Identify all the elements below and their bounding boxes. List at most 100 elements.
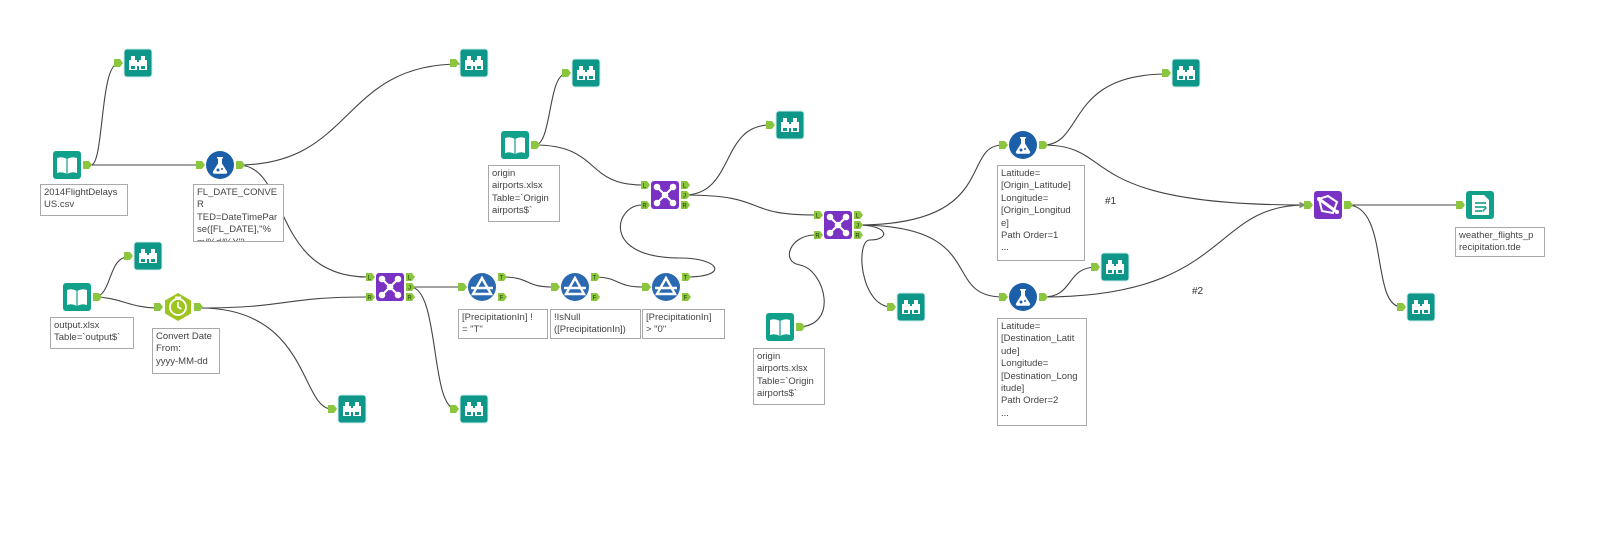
anchor-l[interactable]: L bbox=[641, 181, 650, 190]
browse-tool[interactable] bbox=[123, 48, 153, 78]
spatial-tool[interactable] bbox=[1313, 190, 1343, 220]
anchor-port[interactable] bbox=[458, 283, 467, 291]
connection-line[interactable] bbox=[1042, 266, 1098, 298]
anchor-l[interactable]: L bbox=[681, 181, 690, 190]
anchor-r[interactable]: R bbox=[814, 231, 823, 240]
connection-line[interactable] bbox=[1042, 201, 1307, 298]
anchor-port[interactable] bbox=[1162, 69, 1171, 77]
anchor-l[interactable]: L bbox=[814, 211, 823, 220]
formula-tool[interactable] bbox=[205, 150, 235, 180]
connection-line[interactable] bbox=[1042, 73, 1168, 146]
datetime-tool[interactable] bbox=[163, 292, 193, 322]
connection-line[interactable] bbox=[534, 73, 567, 146]
connection-line[interactable] bbox=[502, 276, 553, 288]
connection-line[interactable] bbox=[237, 164, 369, 278]
join-tool[interactable] bbox=[375, 272, 405, 302]
connection-line[interactable] bbox=[788, 234, 825, 328]
connection-line[interactable] bbox=[593, 276, 644, 288]
anchor-port[interactable] bbox=[999, 293, 1008, 301]
connection-line[interactable] bbox=[683, 124, 771, 196]
anchor-j[interactable]: J bbox=[406, 283, 415, 292]
connection-line[interactable] bbox=[199, 296, 369, 309]
anchor-j[interactable]: J bbox=[854, 221, 863, 230]
anchor-port[interactable] bbox=[154, 303, 163, 311]
connection-line[interactable] bbox=[534, 144, 643, 186]
anchor-port[interactable] bbox=[1091, 263, 1100, 271]
anchor-port[interactable] bbox=[887, 303, 896, 311]
anchor-port[interactable] bbox=[642, 283, 651, 291]
anchor-f[interactable]: F bbox=[498, 293, 507, 302]
browse-tool[interactable] bbox=[337, 394, 367, 424]
anchor-port[interactable] bbox=[450, 59, 459, 67]
anchor-port[interactable] bbox=[999, 141, 1008, 149]
formula-tool[interactable] bbox=[1008, 282, 1038, 312]
anchor-port[interactable] bbox=[551, 283, 560, 291]
anchor-port[interactable] bbox=[1344, 201, 1353, 209]
filter-tool[interactable] bbox=[467, 272, 497, 302]
anchor-port[interactable] bbox=[196, 161, 205, 169]
anchor-r[interactable]: R bbox=[681, 201, 690, 210]
anchor-t[interactable]: T bbox=[682, 273, 691, 282]
anchor-port[interactable] bbox=[1456, 201, 1465, 209]
anchor-port[interactable] bbox=[124, 252, 133, 260]
browse-tool[interactable] bbox=[571, 58, 601, 88]
connection-line[interactable] bbox=[90, 63, 119, 166]
connection-line[interactable] bbox=[199, 307, 333, 410]
input-tool[interactable] bbox=[62, 282, 92, 312]
connection-line[interactable] bbox=[619, 204, 716, 278]
browse-tool[interactable] bbox=[896, 292, 926, 322]
connection-line[interactable] bbox=[237, 63, 461, 166]
anchor-port[interactable] bbox=[114, 59, 123, 67]
browse-tool[interactable] bbox=[775, 110, 805, 140]
input-tool[interactable] bbox=[765, 312, 795, 342]
anchor-t[interactable]: T bbox=[498, 273, 507, 282]
anchor-port[interactable] bbox=[1304, 201, 1313, 209]
connection-line[interactable] bbox=[1042, 144, 1307, 209]
connection-line[interactable] bbox=[1346, 204, 1403, 308]
formula-tool[interactable] bbox=[1008, 130, 1038, 160]
join-tool[interactable] bbox=[823, 210, 853, 240]
anchor-port[interactable] bbox=[328, 405, 337, 413]
browse-tool[interactable] bbox=[1406, 292, 1436, 322]
connection-line[interactable] bbox=[93, 256, 129, 298]
anchor-l[interactable]: L bbox=[366, 273, 375, 282]
browse-tool[interactable] bbox=[459, 394, 489, 424]
anchor-port[interactable] bbox=[93, 293, 102, 301]
anchor-r[interactable]: R bbox=[366, 293, 375, 302]
connection-line[interactable] bbox=[93, 296, 159, 309]
filter-tool[interactable] bbox=[651, 272, 681, 302]
anchor-t[interactable]: T bbox=[591, 273, 600, 282]
browse-tool[interactable] bbox=[1100, 252, 1130, 282]
anchor-port[interactable] bbox=[766, 121, 775, 129]
anchor-port[interactable] bbox=[450, 405, 459, 413]
anchor-f[interactable]: F bbox=[682, 293, 691, 302]
anchor-port[interactable] bbox=[1397, 303, 1406, 311]
anchor-port[interactable] bbox=[531, 141, 540, 149]
anchor-l[interactable]: L bbox=[406, 273, 415, 282]
output-tool[interactable] bbox=[1465, 190, 1495, 220]
anchor-l[interactable]: L bbox=[854, 211, 863, 220]
input-tool[interactable] bbox=[500, 130, 530, 160]
connection-line[interactable] bbox=[856, 224, 1004, 298]
anchor-f[interactable]: F bbox=[591, 293, 600, 302]
browse-tool[interactable] bbox=[459, 48, 489, 78]
anchor-r[interactable]: R bbox=[406, 293, 415, 302]
anchor-port[interactable] bbox=[83, 161, 92, 169]
anchor-port[interactable] bbox=[562, 69, 571, 77]
connection-line[interactable] bbox=[683, 194, 816, 216]
anchor-port[interactable] bbox=[194, 303, 203, 311]
filter-tool[interactable] bbox=[560, 272, 590, 302]
browse-tool[interactable] bbox=[1171, 58, 1201, 88]
connection-line[interactable] bbox=[856, 224, 893, 308]
input-tool[interactable] bbox=[52, 150, 82, 180]
anchor-r[interactable]: R bbox=[641, 201, 650, 210]
anchor-port[interactable] bbox=[1039, 141, 1048, 149]
join-tool[interactable] bbox=[650, 180, 680, 210]
anchor-port[interactable] bbox=[1039, 293, 1048, 301]
anchor-port[interactable] bbox=[796, 323, 805, 331]
anchor-r[interactable]: R bbox=[854, 231, 863, 240]
anchor-j[interactable]: J bbox=[681, 191, 690, 200]
anchor-port[interactable] bbox=[236, 161, 245, 169]
connection-line[interactable] bbox=[856, 144, 1004, 226]
